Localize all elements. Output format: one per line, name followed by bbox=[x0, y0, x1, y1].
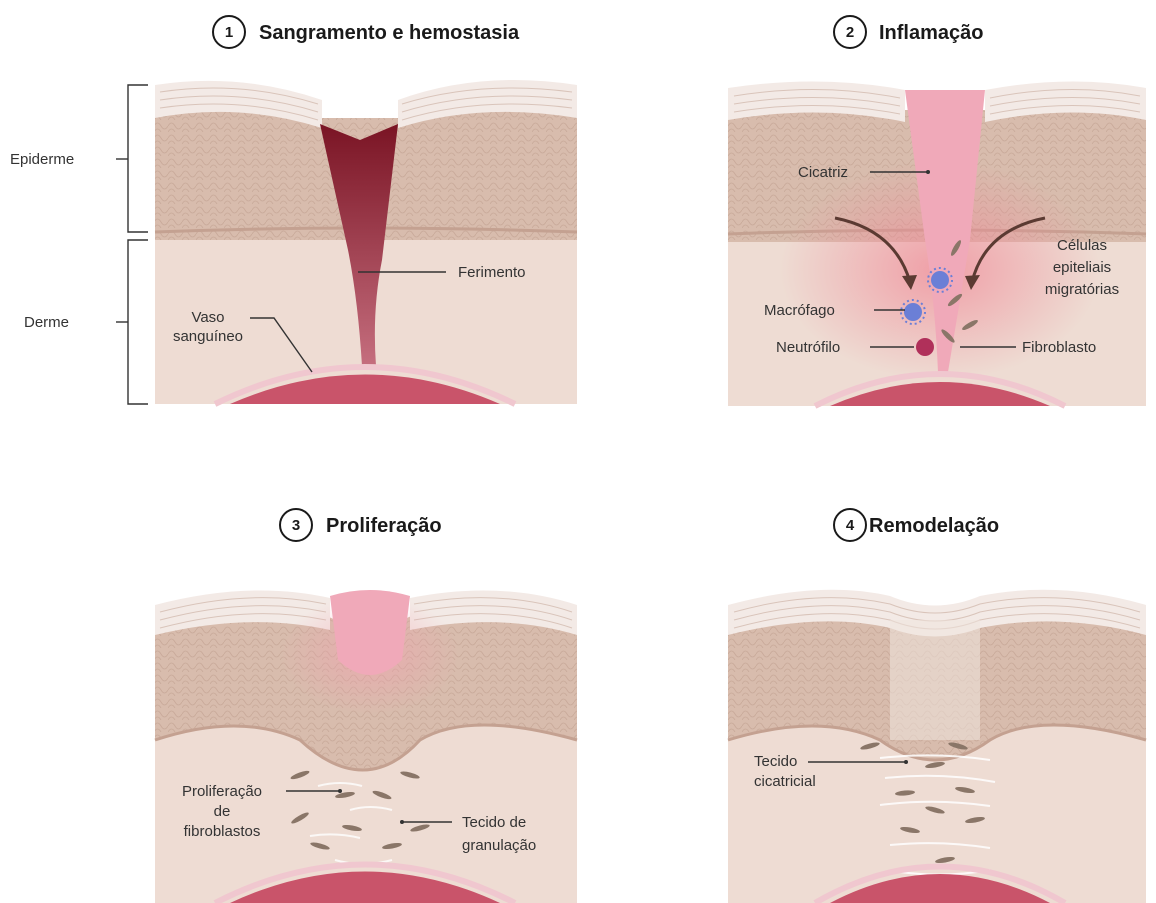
scar-zone bbox=[890, 620, 980, 740]
granulacao-label-line1: Tecido de bbox=[462, 814, 526, 831]
step-number: 4 bbox=[846, 517, 855, 534]
panel-title: Proliferação bbox=[326, 515, 442, 537]
panel-3-title: 3 Proliferação bbox=[280, 509, 442, 541]
derme-label: Derme bbox=[24, 314, 69, 331]
proliferacao-label-line2: de bbox=[214, 803, 231, 820]
vaso-label-line1: Vaso bbox=[191, 309, 224, 326]
panel-title: Inflamação bbox=[879, 22, 983, 44]
vaso-label-line2: sanguíneo bbox=[173, 328, 243, 345]
cicatriz-label: Cicatriz bbox=[798, 164, 848, 181]
cicatricial-label-line2: cicatricial bbox=[754, 773, 816, 790]
neutrofilo-label: Neutrófilo bbox=[776, 339, 840, 356]
fibroblasto-label: Fibroblasto bbox=[1022, 339, 1096, 356]
celulas-label-line1: Células bbox=[1057, 237, 1107, 254]
celulas-label-line3: migratórias bbox=[1045, 281, 1119, 298]
panel-2: 2 Inflamação bbox=[728, 16, 1146, 406]
celulas-label-line2: epiteliais bbox=[1053, 259, 1111, 276]
step-number: 2 bbox=[846, 24, 854, 41]
scab bbox=[330, 590, 410, 675]
panel-1-title: 1 Sangramento e hemostasia bbox=[213, 16, 520, 48]
macrofago-label: Macrófago bbox=[764, 302, 835, 319]
panel-3: 3 Proliferação bbox=[155, 509, 577, 903]
proliferacao-label-line1: Proliferação bbox=[182, 783, 262, 800]
step-number: 1 bbox=[225, 24, 233, 41]
skin-section-4 bbox=[728, 590, 1146, 903]
panel-title: Sangramento e hemostasia bbox=[259, 22, 520, 44]
panel-1: 1 Sangramento e hemostasia Epiderme Derm… bbox=[10, 16, 577, 404]
skin-section-1 bbox=[155, 80, 577, 404]
epidermis-bracket: Epiderme bbox=[10, 85, 148, 232]
proliferacao-label-line3: fibroblastos bbox=[184, 823, 261, 840]
ferimento-label: Ferimento bbox=[458, 264, 526, 281]
cicatricial-label-line1: Tecido bbox=[754, 753, 797, 770]
panel-4: 4 Remodelação bbox=[728, 509, 1146, 903]
skin-section-3 bbox=[155, 590, 577, 903]
panel-4-title: 4 Remodelação bbox=[834, 509, 999, 541]
panel-title: Remodelação bbox=[869, 515, 999, 537]
step-number: 3 bbox=[292, 517, 300, 534]
epiderme-label: Epiderme bbox=[10, 151, 74, 168]
granulacao-label-line2: granulação bbox=[462, 837, 536, 854]
dermis-bracket: Derme bbox=[24, 240, 148, 404]
panel-2-title: 2 Inflamação bbox=[834, 16, 983, 48]
neutrophil-cell bbox=[916, 338, 934, 356]
